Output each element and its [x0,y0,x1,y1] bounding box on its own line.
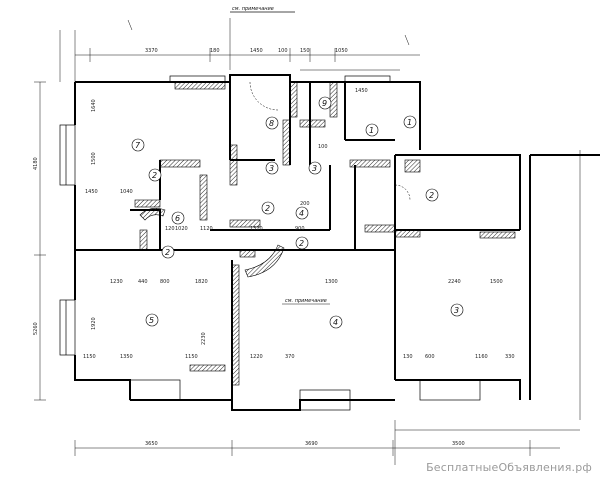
dim-inner-j: 1230 [110,279,123,285]
dim-inner-l: 2240 [448,279,461,285]
top-dimensions: 3370 180 1450 100 150 1050 [145,48,348,54]
note-top: см. примечание [232,6,274,12]
dim-inner-c: 1020 [175,226,188,232]
dim-left-2: 1640 [91,99,97,112]
note-middle: см. примечание [285,298,327,304]
outer-dimension-lines [34,11,581,465]
room-3-c: 3 [454,306,459,315]
dim-inner-y: 800 [160,279,170,285]
room-1-a: 1 [369,126,374,135]
dim-inner-w: 1160 [475,354,488,360]
dim-left-3: 1500 [91,152,97,165]
dim-top-1: 3370 [145,48,158,54]
dim-left-6: 2230 [201,332,207,345]
walls [74,74,600,411]
dim-inner-i: 900 [295,226,305,232]
room-1-b: 1 [407,118,412,127]
room-2-e: 2 [165,248,170,257]
dim-bottom-2: 3690 [305,441,318,447]
room-markers [131,96,464,329]
dim-inner-e: 1120 [200,226,213,232]
dim-top-2: 180 [210,48,220,54]
dim-left-5: 1920 [91,317,97,330]
dim-inner-d: 100 [318,144,328,150]
room-2-d: 2 [299,239,304,248]
dim-inner-u: 600 [425,354,435,360]
dim-inner-z: 120 [165,226,175,232]
dim-left-4: 5260 [33,322,39,335]
dim-inner-t: 130 [403,354,413,360]
room-3-a: 3 [269,164,274,173]
dim-top-5: 150 [300,48,310,54]
dim-inner-p: 1150 [185,354,198,360]
room-8: 8 [269,119,274,128]
dim-inner-b: 1040 [120,189,133,195]
dim-inner-f: 1450 [355,88,368,94]
room-2-a: 2 [152,171,157,180]
room-3-b: 3 [312,164,317,173]
dim-inner-g: 200 [300,201,310,207]
left-dimensions: 4180 1640 1500 5260 1920 2230 [33,99,207,345]
dim-left-1: 4180 [33,157,39,170]
dim-inner-n: 1500 [490,279,503,285]
hatched-partitions [134,81,516,386]
room-9: 9 [322,99,327,108]
room-6: 6 [175,214,180,223]
dim-bottom-3: 3500 [452,441,465,447]
room-4-a: 4 [299,209,304,218]
dim-inner-m: 1820 [195,279,208,285]
dim-inner-a: 1450 [85,189,98,195]
room-4-b: 4 [333,318,338,327]
room-numbers: 7 2 8 3 9 3 1 1 2 2 4 2 6 2 5 4 3 [135,99,459,327]
dim-top-4: 100 [278,48,288,54]
dim-inner-k: 1300 [325,279,338,285]
room-7: 7 [135,141,141,150]
room-2-b: 2 [429,191,434,200]
watermark: БесплатныеОбъявления.рф [426,461,592,474]
door-swings [249,81,411,201]
dim-inner-v: 330 [505,354,515,360]
dim-inner-s: 370 [285,354,295,360]
window-openings [59,75,481,411]
dim-inner-h: 1320 [250,226,263,232]
dim-inner-x: 440 [138,279,148,285]
dim-top-6: 1050 [335,48,348,54]
dim-bottom-1: 3650 [145,441,158,447]
dim-inner-q: 1350 [120,354,133,360]
dim-top-3: 1450 [250,48,263,54]
room-5: 5 [149,316,154,325]
inner-dimensions: 1450 1040 1020 100 1120 1450 200 1320 90… [83,88,515,360]
bottom-dimensions: 3650 3690 3500 [145,441,465,447]
dim-inner-r: 1220 [250,354,263,360]
dim-inner-o: 1150 [83,354,96,360]
room-2-c: 2 [265,204,270,213]
